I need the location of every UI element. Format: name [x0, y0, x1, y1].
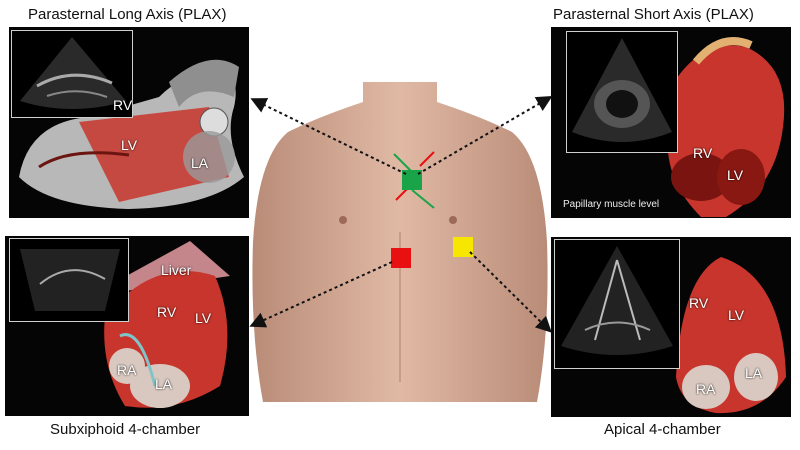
arrow-to-psax — [417, 95, 553, 175]
psax-note: Papillary muscle level — [563, 199, 660, 210]
apical-heart-illustration — [676, 257, 786, 414]
subxiphoid-label-la: LA — [155, 376, 173, 392]
psax-title: Parasternal Short Axis (PLAX) — [553, 6, 754, 23]
apical-panel: RV LV RA LA — [551, 237, 791, 417]
plax-panel: RV LV LA — [9, 27, 249, 218]
apical-label-rv: RV — [689, 295, 709, 311]
subxiphoid-title: Subxiphoid 4-chamber — [50, 421, 201, 438]
psax-label-lv: LV — [727, 167, 744, 183]
plax-title: Parasternal Long Axis (PLAX) — [28, 6, 227, 23]
plax-heart-illustration — [19, 59, 244, 209]
apical-echo-image — [554, 239, 680, 369]
plax-echo-image — [11, 30, 133, 118]
apical-label-la: LA — [745, 365, 763, 381]
subxiphoid-label-lv: LV — [195, 310, 212, 326]
subxiphoid-label-liver: Liver — [161, 262, 192, 278]
psax-label-rv: RV — [693, 145, 713, 161]
plax-label-lv: LV — [121, 137, 138, 153]
arrow-to-plax — [250, 98, 407, 175]
apical-marker — [453, 237, 473, 257]
apical-label-lv: LV — [728, 307, 745, 323]
parasternal-marker — [402, 170, 422, 190]
plax-label-rv: RV — [113, 97, 133, 113]
subxiphoid-marker — [391, 248, 411, 268]
arrow-to-apical — [469, 251, 552, 333]
apical-title: Apical 4-chamber — [604, 421, 721, 438]
psax-echo-image — [566, 31, 678, 153]
subxiphoid-echo-image — [9, 238, 129, 322]
subxiphoid-label-rv: RV — [157, 304, 177, 320]
plax-label-la: LA — [191, 155, 209, 171]
apical-label-ra: RA — [696, 381, 716, 397]
subxiphoid-label-ra: RA — [117, 362, 137, 378]
subxiphoid-panel: Liver RV LV RA LA — [5, 236, 249, 416]
subxiphoid-heart-illustration — [90, 241, 230, 408]
psax-panel: RV LV Papillary muscle level — [551, 27, 791, 218]
arrow-to-subxiphoid — [249, 261, 393, 328]
psax-heart-illustration — [667, 37, 785, 217]
